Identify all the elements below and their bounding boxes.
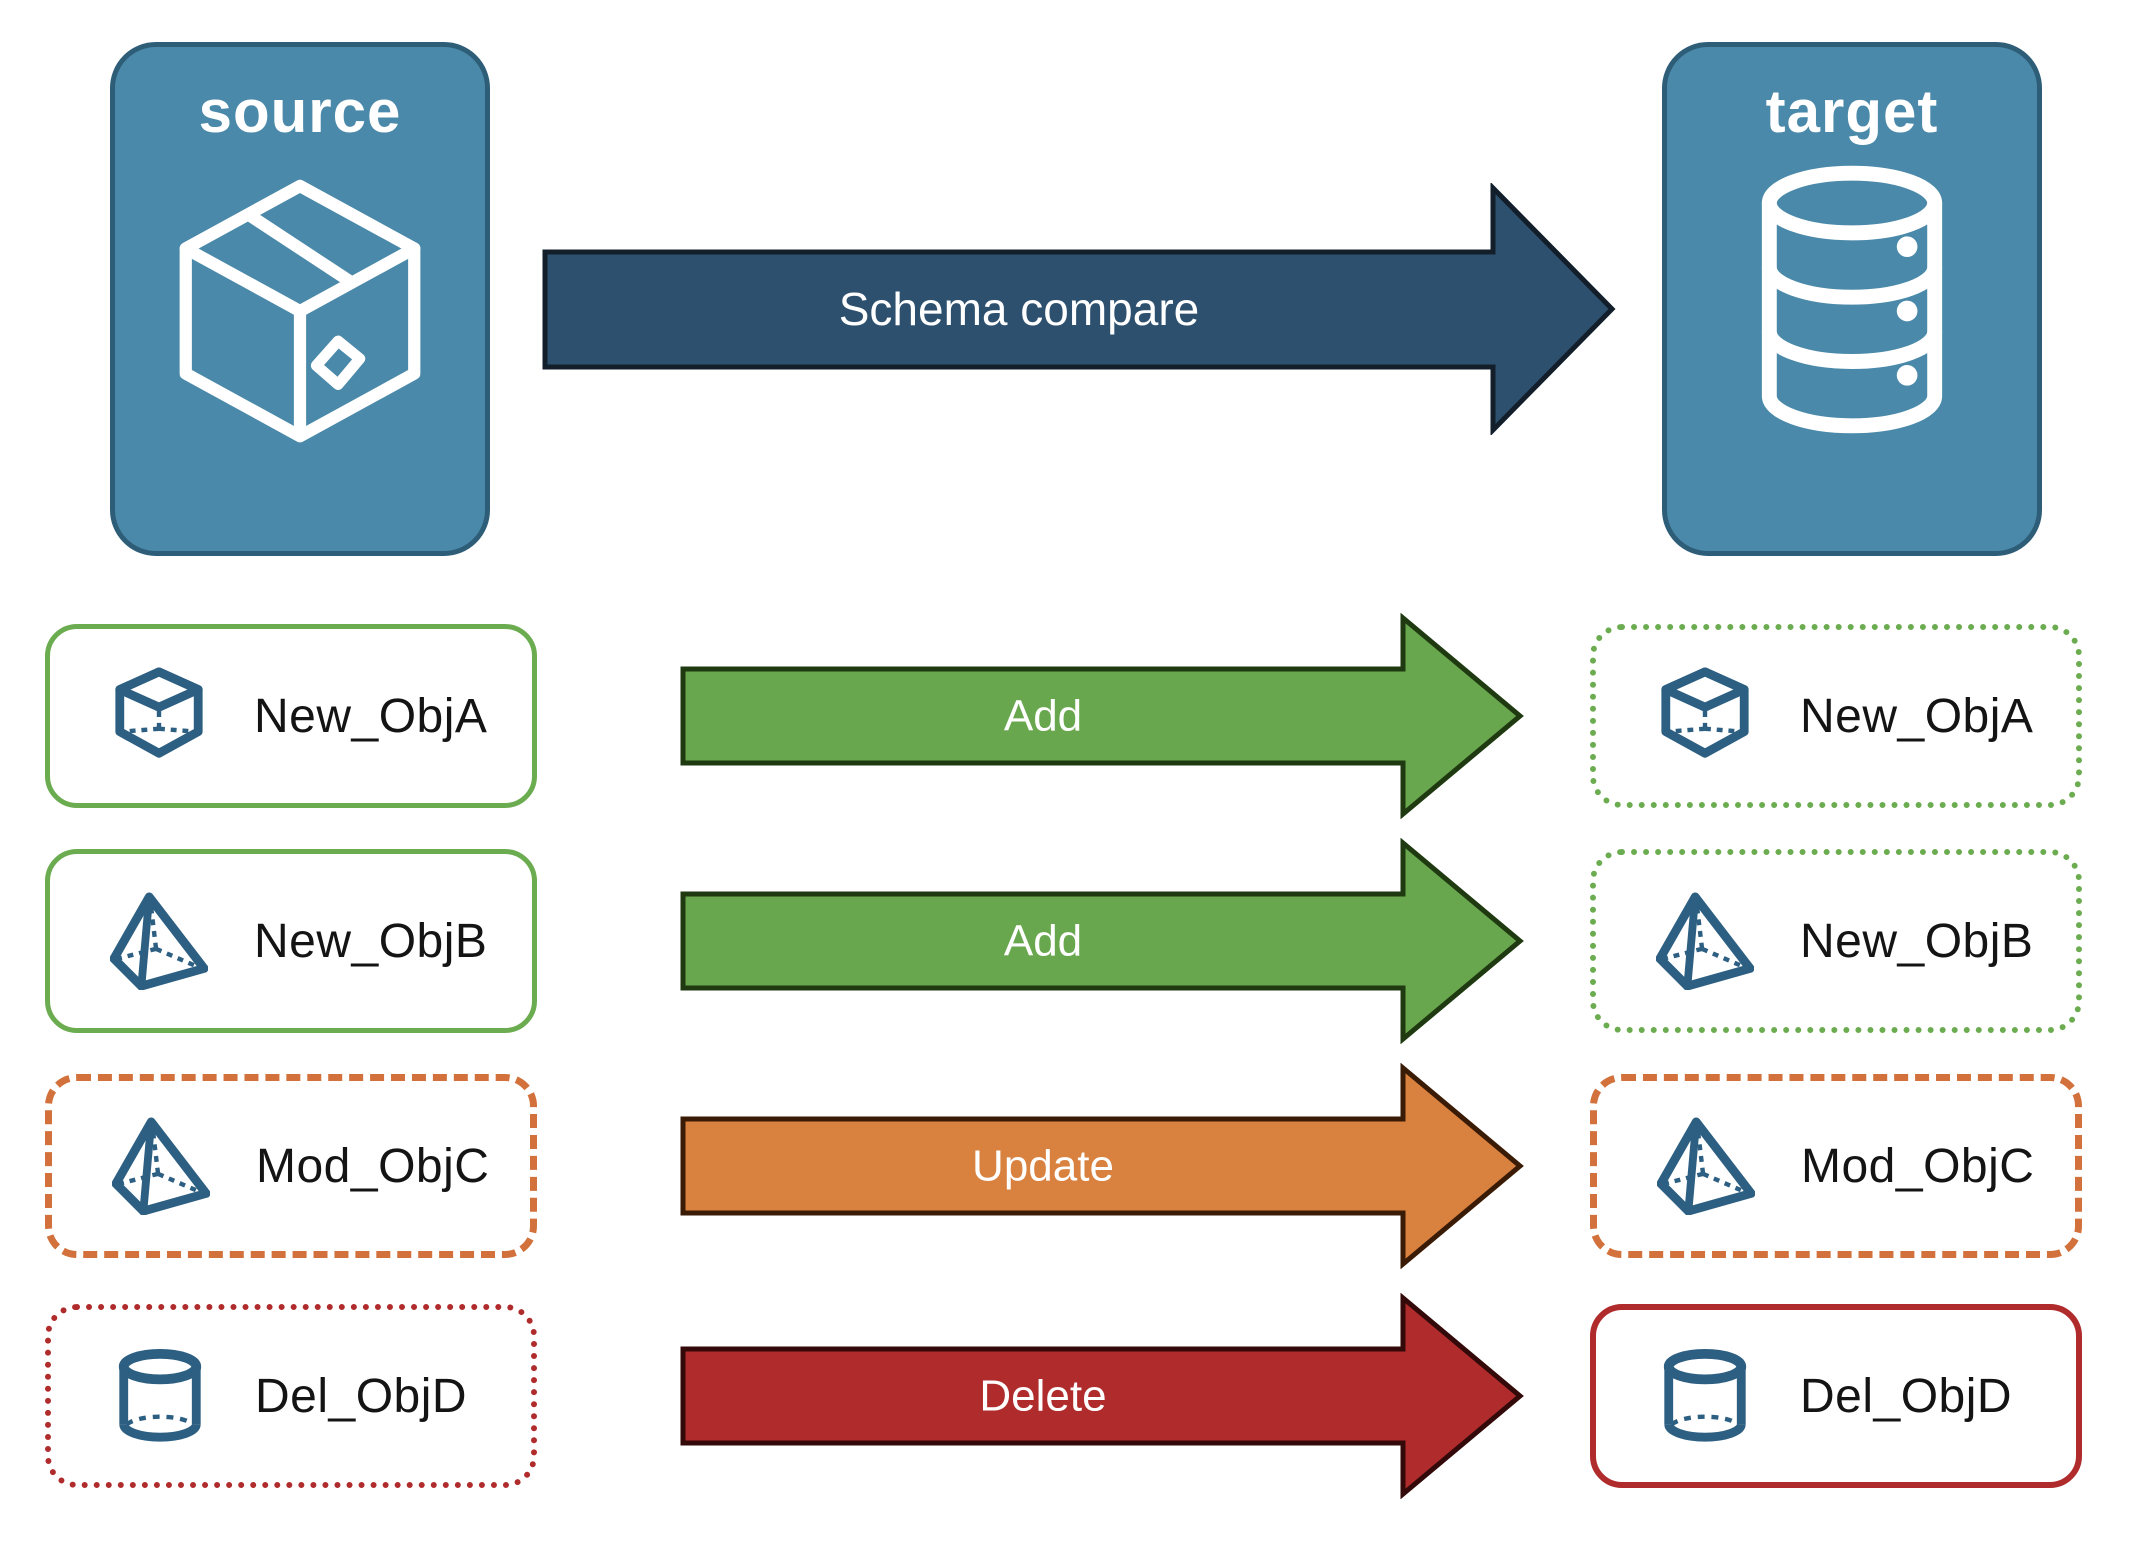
update-label: Update: [972, 1142, 1114, 1191]
object-label: New_ObjA: [254, 689, 488, 743]
source-object-new-obja: New_ObjA: [45, 624, 537, 808]
object-label: Del_ObjD: [1800, 1369, 2013, 1423]
cube-icon: [110, 667, 208, 765]
schema-compare-label: Schema compare: [839, 283, 1200, 335]
object-label: Del_ObjD: [255, 1369, 468, 1423]
cylinder-icon: [111, 1347, 209, 1445]
add-label: Add: [1004, 692, 1082, 741]
object-label: New_ObjB: [1800, 914, 2034, 968]
pyramid-icon: [1656, 892, 1754, 990]
source-container: source: [110, 42, 490, 556]
object-label: Mod_ObjC: [256, 1139, 490, 1193]
target-object-mod-objc: Mod_ObjC: [1590, 1074, 2082, 1258]
arrow-shape: [680, 1293, 1524, 1499]
target-object-del-objd: Del_ObjD: [1590, 1304, 2082, 1488]
delete-label: Delete: [979, 1372, 1106, 1421]
target-object-new-obja: New_ObjA: [1590, 624, 2082, 808]
target-container: target: [1662, 42, 2042, 556]
add-label: Add: [1004, 917, 1082, 966]
delete-arrow: Delete: [680, 1293, 1524, 1499]
arrow-shape: [680, 613, 1524, 819]
object-label: New_ObjB: [254, 914, 488, 968]
arrow-shape: [680, 1063, 1524, 1269]
target-object-new-objb: New_ObjB: [1590, 849, 2082, 1033]
object-label: New_ObjA: [1800, 689, 2034, 743]
source-object-del-objd: Del_ObjD: [45, 1304, 537, 1488]
package-box-icon: [164, 164, 436, 450]
pyramid-icon: [112, 1117, 210, 1215]
source-object-new-objb: New_ObjB: [45, 849, 537, 1033]
database-icon: [1737, 164, 1967, 435]
arrow-shape: [680, 838, 1524, 1044]
add-arrow-row-2: Add: [680, 838, 1524, 1044]
target-title: target: [1765, 78, 1939, 145]
cube-icon: [1656, 667, 1754, 765]
cylinder-icon: [1656, 1347, 1754, 1445]
update-arrow: Update: [680, 1063, 1524, 1269]
arrow-shape: [542, 183, 1616, 435]
schema-compare-arrow: Schema compare: [542, 183, 1616, 435]
add-arrow-row-1: Add: [680, 613, 1524, 819]
source-title: source: [198, 78, 402, 145]
object-label: Mod_ObjC: [1801, 1139, 2035, 1193]
pyramid-icon: [110, 892, 208, 990]
pyramid-icon: [1657, 1117, 1755, 1215]
source-object-mod-objc: Mod_ObjC: [45, 1074, 537, 1258]
